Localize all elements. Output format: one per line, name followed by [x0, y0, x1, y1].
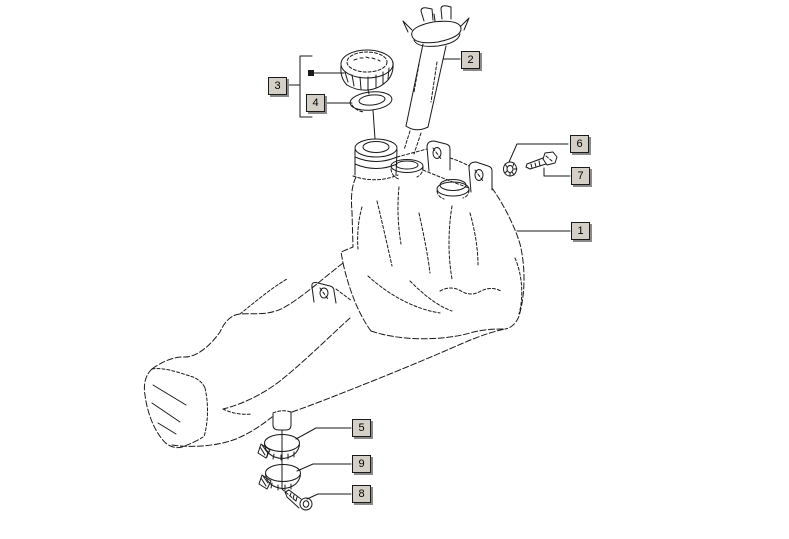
fuel-cap — [340, 49, 394, 91]
strap-ear — [311, 282, 353, 304]
callout-2[interactable]: 2 — [461, 51, 480, 69]
lock-washer — [503, 161, 518, 177]
callout-6[interactable]: 6 — [570, 135, 589, 153]
outlet-spout — [272, 410, 297, 502]
outlet-bolt — [284, 489, 313, 511]
sender-opening — [390, 159, 424, 180]
callout-7[interactable]: 7 — [571, 167, 590, 185]
tank-lower-body — [143, 262, 506, 449]
tank-upper-body — [340, 176, 525, 340]
mounting-screw — [525, 151, 558, 170]
leader-lines — [295, 58, 571, 500]
hose-clamp-upper — [257, 434, 300, 461]
callout-9[interactable]: 9 — [352, 455, 371, 473]
hose-clamp-lower — [258, 464, 301, 491]
filler-neck — [352, 138, 399, 181]
callout-3[interactable]: 3 — [268, 77, 287, 95]
callout-5[interactable]: 5 — [352, 419, 371, 437]
cap-gasket — [349, 89, 393, 140]
callout-4[interactable]: 4 — [306, 94, 325, 112]
callout-8[interactable]: 8 — [352, 485, 371, 503]
callout-1[interactable]: 1 — [571, 222, 590, 240]
mounting-ears — [396, 140, 493, 193]
callout-3-bracket — [286, 55, 345, 118]
filler-tube — [402, 5, 470, 155]
vent-cap — [436, 179, 470, 200]
